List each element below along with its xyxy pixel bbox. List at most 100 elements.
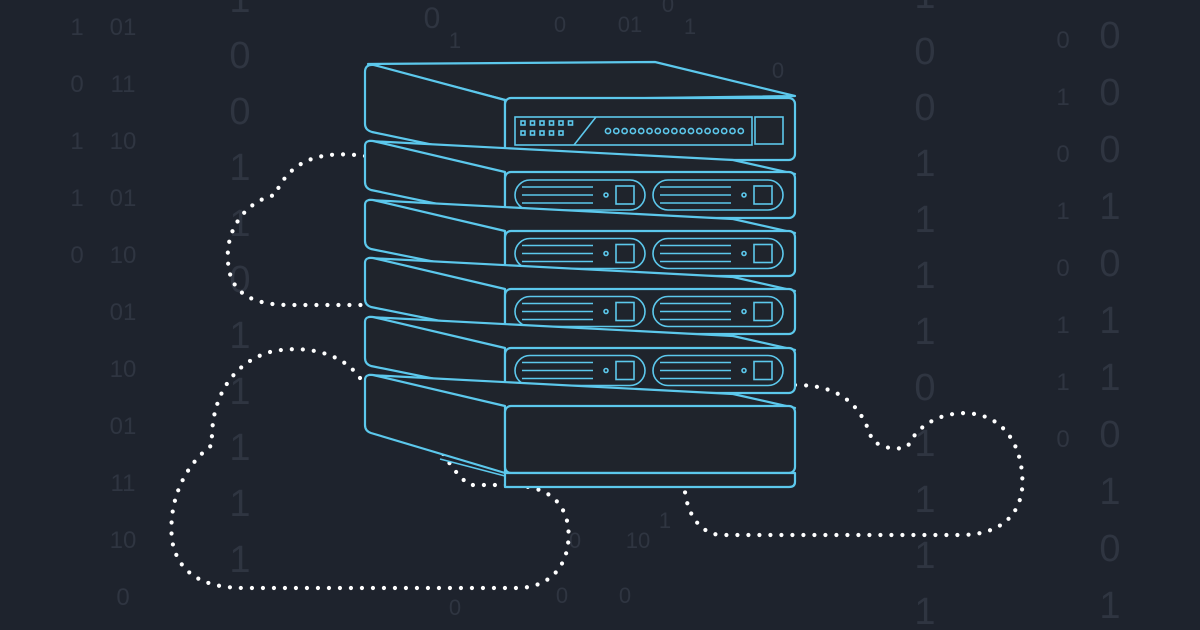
server-stack bbox=[363, 60, 797, 489]
port-icon bbox=[729, 127, 736, 135]
binary-background: 1011001111001100110011110010011011111100… bbox=[70, 0, 1120, 630]
drive-latch-icon bbox=[753, 243, 773, 264]
binary-digit: 1 bbox=[1099, 300, 1120, 342]
binary-digit: 10 bbox=[626, 528, 650, 553]
binary-digit: 0 bbox=[70, 242, 83, 269]
port-icon bbox=[629, 127, 637, 135]
binary-digit: 1 bbox=[1099, 471, 1120, 513]
port-icon bbox=[654, 127, 662, 135]
binary-digit: 0 bbox=[914, 367, 935, 409]
status-led-icon bbox=[567, 120, 574, 126]
binary-digit: 01 bbox=[618, 12, 642, 37]
binary-digit: 0 bbox=[1099, 15, 1120, 57]
binary-digit: 0 bbox=[229, 91, 250, 133]
binary-digit: 11 bbox=[111, 470, 136, 497]
binary-digit: 0 bbox=[1099, 414, 1120, 456]
port-icon bbox=[662, 127, 670, 135]
binary-digit: 0 bbox=[449, 595, 461, 620]
server-unit bbox=[363, 139, 797, 220]
drive-bay bbox=[652, 179, 784, 211]
binary-digit: 1 bbox=[229, 147, 250, 189]
binary-digit: 0 bbox=[1056, 27, 1069, 54]
binary-digit: 1 bbox=[914, 143, 935, 185]
binary-digit: 0 bbox=[662, 0, 674, 17]
binary-digit: 0 bbox=[569, 528, 581, 553]
binary-digit: 0 bbox=[70, 71, 83, 98]
binary-digit: 1 bbox=[229, 539, 250, 581]
cloud-upper-left bbox=[225, 152, 371, 308]
binary-digit: 11 bbox=[111, 71, 136, 98]
binary-digit: 1 bbox=[229, 483, 250, 525]
binary-digit: 1 bbox=[1056, 198, 1069, 225]
drive-latch-icon bbox=[615, 185, 635, 205]
drive-bay bbox=[514, 295, 646, 328]
binary-digit: 1 bbox=[70, 185, 83, 212]
binary-digit: 01 bbox=[110, 185, 137, 212]
binary-digit: 10 bbox=[110, 527, 137, 554]
binary-digit: 1 bbox=[914, 199, 935, 241]
port-icon bbox=[637, 127, 645, 135]
status-led-icon bbox=[520, 120, 526, 126]
binary-digit: 0 bbox=[1056, 426, 1069, 453]
drive-latch-icon bbox=[753, 185, 773, 205]
port-icon bbox=[712, 127, 720, 135]
port-icon bbox=[720, 127, 728, 135]
binary-digit: 0 bbox=[229, 259, 250, 301]
cloud-lower-left bbox=[169, 347, 571, 591]
status-led-icon bbox=[520, 130, 526, 136]
binary-digit: 1 bbox=[914, 535, 935, 577]
port-icon bbox=[695, 127, 703, 135]
port-icon bbox=[679, 127, 687, 135]
binary-digit: 0 bbox=[424, 2, 441, 35]
binary-digit: 10 bbox=[110, 128, 137, 155]
status-led-icon bbox=[558, 130, 564, 136]
binary-digit: 10 bbox=[110, 356, 137, 383]
binary-digit: 0 bbox=[914, 87, 935, 129]
drive-latch-icon bbox=[753, 301, 773, 322]
status-led-icon bbox=[539, 120, 545, 126]
binary-digit: 1 bbox=[1056, 84, 1069, 111]
binary-digit: 0 bbox=[1056, 141, 1069, 168]
binary-digit: 1 bbox=[914, 0, 935, 17]
status-led-icon bbox=[529, 130, 536, 136]
drive-bay bbox=[652, 237, 784, 270]
control-panel bbox=[514, 116, 753, 146]
binary-digit: 0 bbox=[556, 583, 568, 608]
port-icon bbox=[704, 127, 711, 135]
status-led-icon bbox=[558, 120, 564, 126]
server-unit bbox=[363, 256, 797, 336]
binary-digit: 1 bbox=[914, 423, 935, 465]
binary-digit: 1 bbox=[914, 479, 935, 521]
binary-digit: 0 bbox=[1099, 243, 1120, 285]
binary-digit: 1 bbox=[1056, 312, 1069, 339]
drive-latch-icon bbox=[615, 360, 635, 381]
binary-digit: 1 bbox=[659, 508, 671, 533]
drive-latch-icon bbox=[615, 301, 635, 322]
binary-digit: 1 bbox=[229, 371, 250, 413]
drive-bay bbox=[652, 354, 784, 387]
port-icon bbox=[612, 127, 620, 135]
binary-digit: 1 bbox=[229, 203, 250, 245]
binary-digit: 0 bbox=[116, 584, 129, 611]
port-icon bbox=[737, 127, 745, 135]
binary-digit: 0 bbox=[229, 35, 250, 77]
port-icon bbox=[687, 127, 695, 135]
binary-digit: 1 bbox=[684, 14, 696, 39]
status-led-icon bbox=[548, 130, 555, 136]
binary-digit: 01 bbox=[110, 413, 137, 440]
binary-digit: 0 bbox=[914, 31, 935, 73]
cloud-right bbox=[682, 382, 1025, 538]
binary-digit: 0 bbox=[1099, 72, 1120, 114]
binary-digit: 1 bbox=[1099, 357, 1120, 399]
port-icon bbox=[621, 127, 628, 135]
binary-digit: 1 bbox=[70, 14, 83, 41]
port-icon bbox=[671, 127, 678, 135]
status-led-icon bbox=[548, 120, 555, 126]
power-button-icon bbox=[754, 116, 784, 145]
binary-digit: 01 bbox=[110, 14, 137, 41]
binary-digit: 1 bbox=[229, 0, 250, 21]
binary-digit: 0 bbox=[619, 583, 631, 608]
binary-digit: 1 bbox=[70, 128, 83, 155]
binary-digit: 1 bbox=[1099, 585, 1120, 627]
clouds bbox=[169, 152, 1025, 591]
